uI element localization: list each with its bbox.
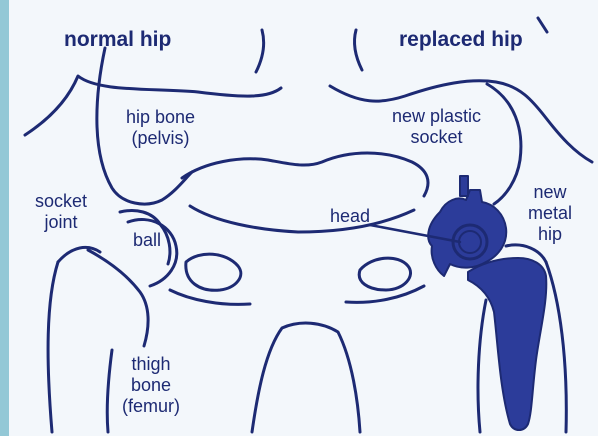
label-head: head (330, 206, 370, 227)
left-title-bracket (256, 30, 264, 72)
label-thigh-bone-line1: thigh (122, 354, 180, 375)
label-ball: ball (133, 230, 161, 251)
label-socket-joint-line1: socket (35, 191, 87, 212)
right-femur-lateral (546, 262, 566, 432)
label-socket-joint-line2: joint (35, 212, 87, 233)
pelvic-inlet (182, 153, 428, 196)
label-hip-bone-line1: hip bone (126, 107, 195, 128)
pubic-arch-left (170, 290, 250, 304)
left-obturator (186, 254, 241, 290)
label-thigh-bone-line3: (femur) (122, 396, 180, 417)
left-femur-outer (48, 262, 58, 432)
pubic-arch-right (346, 286, 424, 302)
right-obturator (359, 258, 410, 290)
label-new-metal-hip-line2: metal (528, 203, 572, 224)
label-thigh-bone-line2: bone (122, 375, 180, 396)
sacrum (252, 323, 360, 432)
left-femur-inner (107, 350, 112, 432)
label-new-metal-hip-line3: hip (528, 224, 572, 245)
title-normal-hip: normal hip (64, 28, 171, 52)
right-femur-outer (478, 300, 486, 432)
label-new-metal-hip-line1: new (528, 182, 572, 203)
left-femur-neck (88, 250, 148, 346)
socket-top-peg (460, 176, 468, 196)
right-top-tick (538, 18, 547, 32)
label-new-plastic-socket-line1: new plastic (392, 106, 481, 127)
label-new-plastic-socket-line2: socket (392, 127, 481, 148)
label-hip-bone-line2: (pelvis) (126, 128, 195, 149)
label-socket-joint: socket joint (35, 191, 87, 233)
label-thigh-bone: thigh bone (femur) (122, 354, 180, 417)
right-title-bracket (355, 30, 362, 70)
title-replaced-hip: replaced hip (399, 28, 523, 52)
label-hip-bone: hip bone (pelvis) (126, 107, 195, 149)
label-new-metal-hip: new metal hip (528, 182, 572, 245)
label-new-plastic-socket: new plastic socket (392, 106, 481, 148)
right-pelvis (487, 84, 521, 204)
